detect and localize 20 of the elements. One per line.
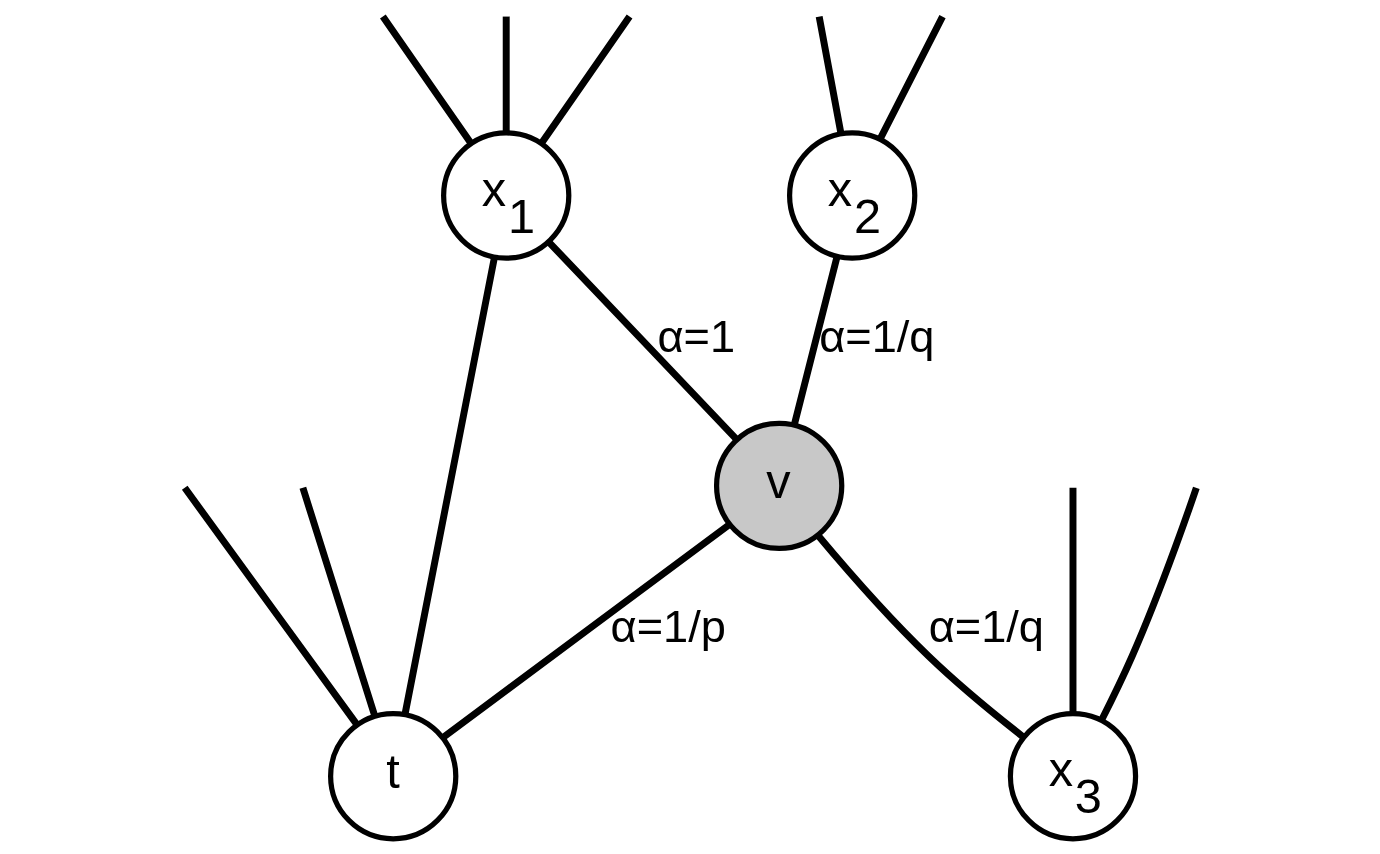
node-circle: v	[713, 420, 844, 552]
edge-label: α=1	[656, 310, 735, 362]
edge-label: α=1/p	[610, 600, 726, 652]
connector	[181, 485, 360, 727]
connector	[815, 15, 844, 135]
connector	[1069, 487, 1076, 714]
connector	[537, 14, 632, 146]
connector	[814, 533, 1025, 740]
connector	[502, 16, 510, 133]
connector	[790, 255, 840, 426]
edge-label: α=1/q	[818, 310, 934, 362]
connector	[401, 256, 498, 716]
connector	[1097, 486, 1200, 722]
connector	[379, 14, 474, 146]
connector	[440, 521, 732, 741]
connector	[545, 239, 739, 442]
node-circle: t	[327, 711, 458, 842]
edge-label: α=1/q	[928, 600, 1044, 652]
connector	[876, 15, 946, 141]
connector	[299, 486, 378, 717]
